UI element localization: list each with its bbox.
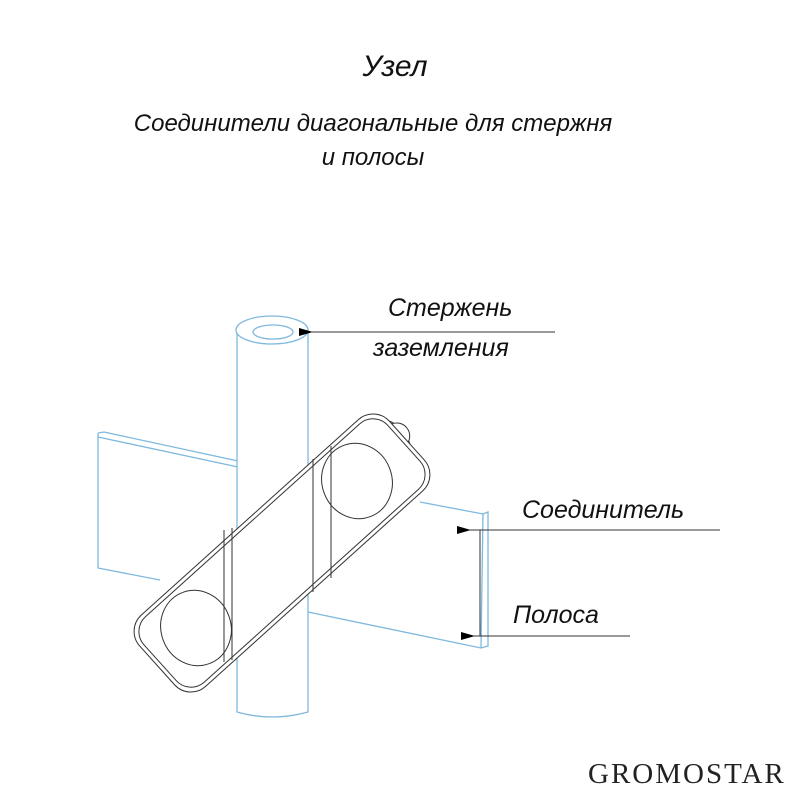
label-rod-line-1: Стержень <box>388 294 513 322</box>
label-strip: Полоса <box>513 601 599 629</box>
strip <box>97 431 489 649</box>
subtitle-line-2: и полосы <box>321 144 425 171</box>
leader-lines <box>299 328 720 640</box>
subtitle-line-1: Соединители диагональные для стержня <box>133 110 613 137</box>
connector <box>133 413 431 693</box>
label-rod-line-2: заземления <box>373 334 509 362</box>
page-title: Узел <box>362 50 428 83</box>
label-connector: Соединитель <box>522 496 685 524</box>
brand-logo: GROMOSTAR <box>588 758 786 790</box>
